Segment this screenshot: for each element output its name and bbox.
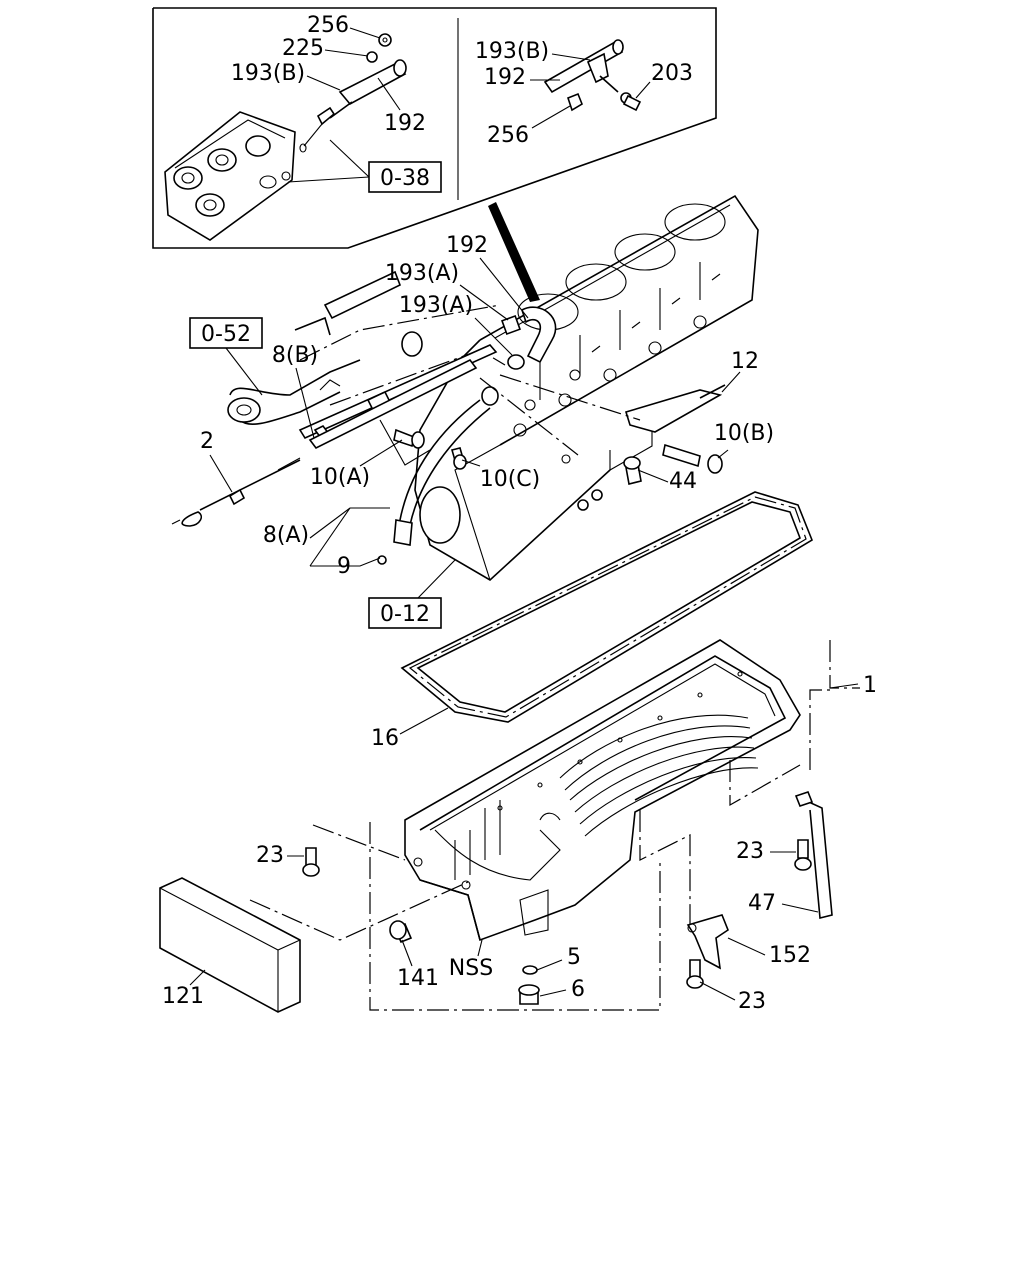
- bracket-152: [686, 914, 729, 970]
- svg-text:192: 192: [384, 111, 426, 136]
- engine-block: [379, 194, 759, 581]
- svg-text:47: 47: [748, 891, 776, 916]
- ref-0-12: 0-12: [368, 559, 456, 629]
- ref-0-38: 0-38: [287, 139, 442, 193]
- block-121: [159, 877, 301, 1013]
- svg-text:16: 16: [371, 726, 399, 751]
- bolts-lower: [389, 920, 540, 1005]
- svg-text:23: 23: [738, 989, 766, 1014]
- svg-text:10(B): 10(B): [714, 421, 774, 446]
- inset-cylinder-head: [164, 111, 296, 241]
- ref-0-52: 0-52: [189, 317, 263, 396]
- svg-text:193(A): 193(A): [399, 293, 473, 318]
- svg-text:141: 141: [397, 966, 439, 991]
- svg-text:193(B): 193(B): [475, 39, 549, 64]
- svg-text:5: 5: [567, 945, 581, 970]
- svg-text:225: 225: [282, 36, 324, 61]
- svg-text:0-12: 0-12: [380, 602, 430, 627]
- bolts-upper: [393, 428, 723, 485]
- inset-pipe-clamp: [543, 39, 642, 112]
- svg-text:10(A): 10(A): [310, 465, 370, 490]
- oil-pan: [404, 639, 801, 942]
- svg-text:0-52: 0-52: [201, 322, 251, 347]
- svg-text:23: 23: [256, 843, 284, 868]
- svg-text:NSS: NSS: [449, 956, 493, 981]
- svg-text:256: 256: [487, 123, 529, 148]
- svg-text:152: 152: [769, 943, 811, 968]
- svg-text:192: 192: [484, 65, 526, 90]
- svg-text:0-38: 0-38: [380, 166, 430, 191]
- guide-tube-8A: [377, 386, 499, 565]
- svg-text:121: 121: [162, 984, 204, 1009]
- svg-text:203: 203: [651, 61, 693, 86]
- svg-text:193(B): 193(B): [231, 61, 305, 86]
- tube-47: [794, 791, 833, 920]
- breather-hose: [501, 306, 557, 370]
- svg-text:193(A): 193(A): [385, 261, 459, 286]
- svg-text:256: 256: [307, 13, 349, 38]
- svg-text:8(A): 8(A): [263, 523, 309, 548]
- inset-labels: 256 225 193(B) 192 193(B) 192 203 256: [231, 13, 693, 148]
- bolts-23: [302, 839, 812, 989]
- dipstick: [171, 358, 478, 527]
- main-labels: 192 193(A) 193(A) 8(B) 12 2 10(A) 10(C) …: [162, 233, 877, 1014]
- svg-text:23: 23: [736, 839, 764, 864]
- svg-text:192: 192: [446, 233, 488, 258]
- svg-text:44: 44: [669, 469, 697, 494]
- inset-pointer: [488, 202, 540, 302]
- svg-text:12: 12: [731, 349, 759, 374]
- inset-breather-pipe: [299, 33, 407, 153]
- svg-text:1: 1: [863, 673, 877, 698]
- svg-text:10(C): 10(C): [480, 467, 541, 492]
- bracket-12: [479, 374, 726, 456]
- svg-text:2: 2: [200, 429, 214, 454]
- dipstick-guide-tube: [294, 270, 506, 440]
- inset-frame: [152, 7, 717, 249]
- svg-text:6: 6: [571, 977, 585, 1002]
- svg-text:8(B): 8(B): [272, 343, 318, 368]
- oil-pan-gasket: [400, 491, 813, 723]
